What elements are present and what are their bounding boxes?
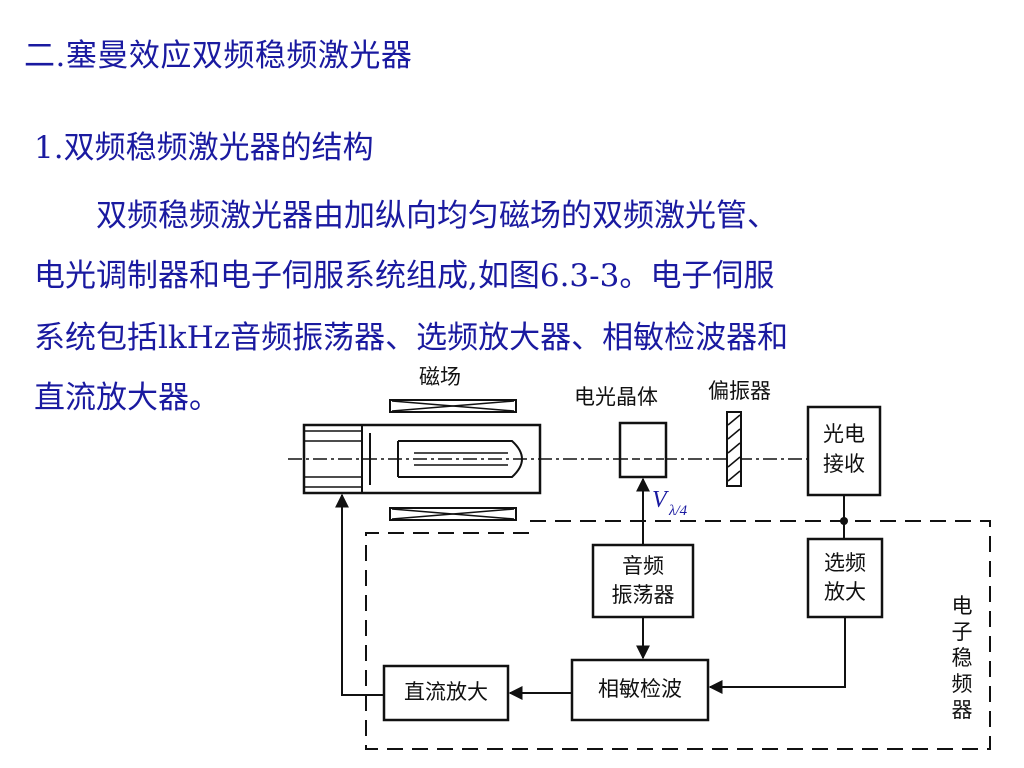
svg-text:稳: 稳 — [952, 646, 973, 670]
svg-text:音频: 音频 — [622, 554, 664, 578]
stabilizer-label: 电 子 稳 频 器 — [952, 594, 973, 722]
laser-stabilizer-diagram: 磁场 电光晶体 偏振器 光电 — [288, 365, 991, 750]
laser-tube — [302, 423, 542, 495]
v-subscript: λ/4 — [668, 503, 688, 519]
photo-receiver-block: 光电 接收 — [806, 405, 882, 497]
junction-dot — [840, 517, 848, 525]
section-title: 1.双频稳频激光器的结构 — [34, 130, 374, 166]
paragraph-line-4: 直流放大器。 — [34, 380, 220, 416]
svg-text:相敏检波: 相敏检波 — [598, 677, 682, 701]
stabilizer-boundary — [365, 520, 991, 750]
slide-title: 二.塞曼效应双频稳频激光器 — [24, 38, 413, 74]
selective-amplifier-block: 选频 放大 — [806, 537, 884, 619]
paragraph-line-3: 系统包括lkHz音频振荡器、选频放大器、相敏检波器和 — [34, 320, 789, 356]
audio-oscillator-block: 音频 振荡器 — [591, 543, 695, 619]
svg-text:频: 频 — [952, 672, 973, 696]
svg-text:光电: 光电 — [823, 422, 865, 446]
svg-text:直流放大: 直流放大 — [404, 680, 488, 704]
eo-crystal — [618, 421, 668, 479]
v-symbol: V — [652, 487, 669, 513]
svg-text:器: 器 — [952, 698, 973, 722]
polarizer — [726, 411, 742, 487]
paragraph-line-2: 电光调制器和电子伺服系统组成,如图6.3-3。电子伺服 — [34, 258, 775, 294]
magnet-top — [389, 399, 517, 413]
svg-text:子: 子 — [952, 620, 973, 644]
svg-text:放大: 放大 — [824, 580, 866, 604]
svg-text:振荡器: 振荡器 — [612, 583, 675, 607]
dc-amplifier-block: 直流放大 — [382, 664, 510, 722]
svg-text:接收: 接收 — [823, 452, 865, 476]
polarizer-label: 偏振器 — [708, 379, 771, 403]
svg-text:选频: 选频 — [824, 551, 866, 575]
phase-detector-block: 相敏检波 — [570, 658, 710, 722]
paragraph-line-1: 双频稳频激光器由加纵向均匀磁场的双频激光管、 — [34, 198, 778, 234]
magnetic-field-label: 磁场 — [419, 365, 461, 389]
svg-text:电: 电 — [952, 594, 973, 618]
eo-crystal-label: 电光晶体 — [574, 385, 658, 409]
magnet-bottom — [389, 507, 517, 521]
